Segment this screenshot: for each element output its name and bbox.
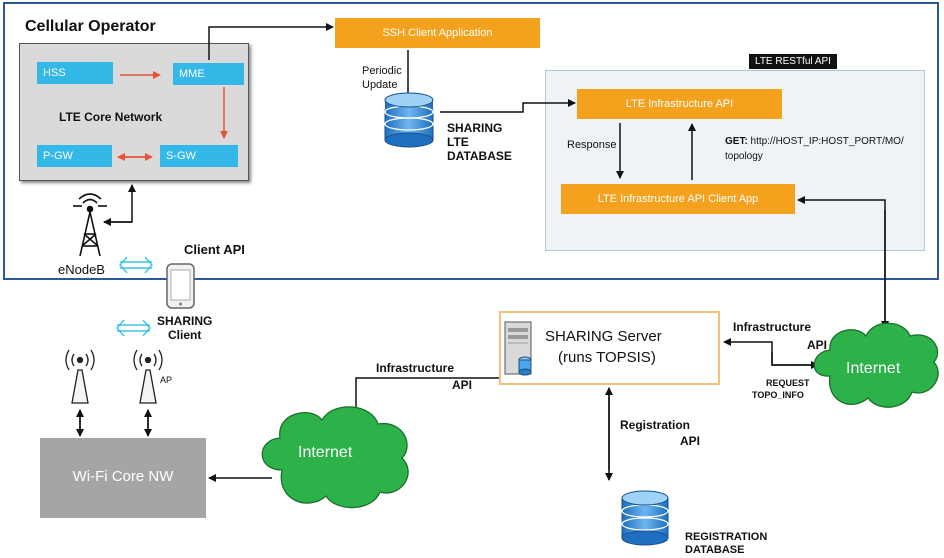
access-point-2-icon	[133, 349, 163, 404]
lte-restful-api-tag: LTE RESTful API	[749, 54, 837, 69]
server-internet-arrow	[723, 338, 822, 369]
registration-database-icon	[621, 490, 669, 546]
pgw-box: P-GW	[37, 145, 112, 167]
mme-ssh-arrow	[208, 23, 334, 60]
infrastructure-api-right-line1: Infrastructure	[733, 320, 812, 334]
get-url-text: http://HOST_IP:HOST_PORT/MO/	[747, 136, 904, 147]
sharing-lte-db-line2: LTE	[447, 135, 469, 149]
lte-core-network-label: LTE Core Network	[59, 110, 163, 124]
infrastructure-api-right-line2: API	[807, 338, 828, 352]
ssh-client-application-box: SSH Client Application	[335, 18, 540, 48]
enodeb-core-arrow	[103, 184, 136, 226]
client-api-label: Client API	[184, 242, 245, 257]
enodeb-tower-icon	[73, 193, 107, 257]
internet-left-cloud	[261, 406, 409, 509]
sharing-client-line1: SHARING	[157, 314, 213, 328]
client-app-internet-arrow	[797, 196, 889, 329]
get-url-line1: GET: http://HOST_IP:HOST_PORT/MO/	[725, 136, 904, 147]
sgw-box: S-GW	[160, 145, 238, 167]
sharing-client-line2: Client	[168, 328, 202, 342]
internet-left-label: Internet	[298, 444, 353, 461]
phone-ap-cyan-arrow	[116, 319, 151, 337]
infrastructure-api-left-line2: API	[452, 378, 473, 392]
wifi-core-box	[40, 438, 206, 518]
periodic-update-line2: Update	[362, 79, 398, 91]
mme-box: MME	[173, 63, 244, 85]
enodeb-phone-cyan-arrow	[119, 256, 153, 274]
sharing-lte-db-line3: DATABASE	[447, 149, 512, 163]
enodeb-label: eNodeB	[58, 262, 105, 277]
registration-api-line1: Registration	[620, 418, 691, 432]
internet-right-label: Internet	[846, 360, 901, 377]
request-topo-info-line1: REQUEST	[766, 378, 810, 388]
access-point-1-icon	[65, 349, 95, 404]
cellular-operator-title: Cellular Operator	[25, 18, 156, 35]
sharing-lte-db-line1: SHARING	[447, 121, 503, 135]
get-prefix: GET:	[725, 136, 748, 147]
response-label: Response	[567, 139, 617, 151]
sharing-server-line2: (runs TOPSIS)	[558, 349, 656, 366]
server-tower-icon	[504, 321, 532, 376]
get-url-line2: topology	[725, 151, 763, 162]
infrastructure-api-left-line1: Infrastructure	[376, 361, 455, 375]
sharing-server-line1: SHARING Server	[545, 328, 662, 345]
registration-database-line1: REGISTRATION	[685, 531, 768, 543]
lte-infrastructure-api-client-app-box: LTE Infrastructure API Client App	[561, 184, 795, 214]
cellular-operator-frame	[3, 2, 939, 280]
request-topo-info-line2: TOPO_INFO	[752, 390, 804, 400]
registration-api-line2: API	[680, 434, 701, 448]
sharing-lte-database-icon	[384, 92, 434, 148]
lte-infrastructure-api-box: LTE Infrastructure API	[577, 89, 782, 119]
ap-label: AP	[160, 375, 173, 385]
smartphone-icon	[166, 263, 195, 309]
ap-wifi-arrows	[76, 409, 152, 437]
hss-box: HSS	[37, 62, 113, 84]
wifi-core-label: Wi-Fi Core NW	[72, 468, 174, 485]
sharing-server-box	[499, 311, 720, 385]
db-infra-api-arrow	[440, 99, 576, 113]
registration-database-line2: DATABASE	[685, 544, 745, 556]
server-internet-left-connector	[355, 377, 499, 408]
periodic-update-line1: Periodic	[362, 65, 402, 77]
internet-right-cloud	[813, 322, 939, 408]
